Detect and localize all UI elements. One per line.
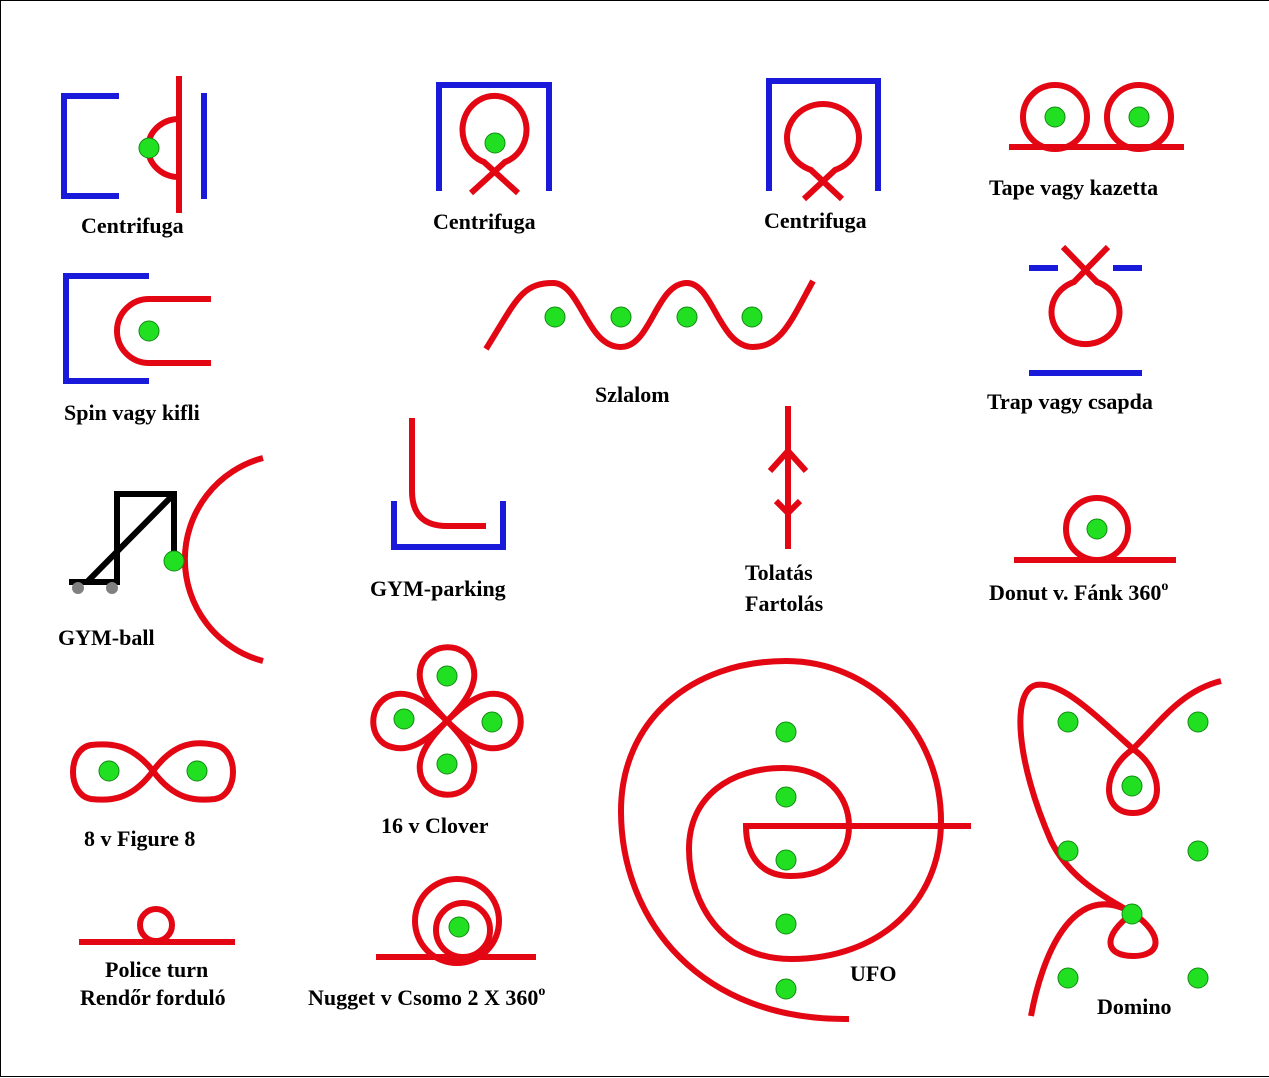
cone xyxy=(1057,711,1079,733)
cone xyxy=(1121,775,1143,797)
cone xyxy=(163,550,185,572)
label-gym-parking: GYM-parking xyxy=(370,576,506,601)
gym-parking-figure xyxy=(391,418,506,550)
cone xyxy=(138,137,160,159)
domino-figure xyxy=(1017,678,1222,1017)
label-tolatas: Tolatás xyxy=(745,560,813,585)
cone xyxy=(610,306,632,328)
cone xyxy=(775,913,797,935)
cone xyxy=(1187,711,1209,733)
cone xyxy=(484,132,506,154)
cone xyxy=(1057,967,1079,989)
nugget-figure xyxy=(376,876,536,966)
label-fartolas: Fartolás xyxy=(745,591,824,616)
cone xyxy=(1121,903,1143,925)
cone xyxy=(1086,518,1108,540)
cone xyxy=(186,760,208,782)
label-centrifuga-3: Centrifuga xyxy=(764,208,867,233)
cone xyxy=(544,306,566,328)
cone xyxy=(436,665,458,687)
cone xyxy=(676,306,698,328)
label-police-turn: Police turn xyxy=(105,957,209,982)
centrifuga-1-figure xyxy=(61,76,207,213)
figure-8-figure xyxy=(70,740,236,803)
cone xyxy=(775,849,797,871)
label-centrifuga-1: Centrifuga xyxy=(81,213,184,238)
cone xyxy=(1044,106,1066,128)
ufo-figure xyxy=(617,657,971,1023)
cone xyxy=(775,786,797,808)
trap-figure xyxy=(1029,244,1142,376)
label-nugget: Nugget v Csomo 2 X 360o xyxy=(308,984,546,1010)
label-tape: Tape vagy kazetta xyxy=(989,175,1159,200)
szlalom-figure xyxy=(483,279,816,351)
cone xyxy=(1057,840,1079,862)
label-gym-ball: GYM-ball xyxy=(58,625,155,650)
clover-figure xyxy=(370,644,524,798)
cone xyxy=(98,760,120,782)
cone xyxy=(138,320,160,342)
tape-figure xyxy=(1009,82,1184,152)
label-trap: Trap vagy csapda xyxy=(987,389,1153,414)
label-spin: Spin vagy kifli xyxy=(64,400,200,425)
cone xyxy=(393,708,415,730)
label-figure-8: 8 v Figure 8 xyxy=(84,826,196,851)
label-szlalom: Szlalom xyxy=(595,382,670,407)
cone xyxy=(436,753,458,775)
cone xyxy=(741,306,763,328)
cone xyxy=(1187,840,1209,862)
label-clover: 16 v Clover xyxy=(381,813,489,838)
centrifuga-3-figure xyxy=(766,78,881,202)
label-ufo: UFO xyxy=(850,961,897,986)
label-rendor-fordulo: Rendőr forduló xyxy=(80,985,226,1010)
label-donut: Donut v. Fánk 360o xyxy=(989,579,1169,605)
gym-ball-figure xyxy=(69,455,264,664)
cone xyxy=(448,916,470,938)
cone xyxy=(775,721,797,743)
centrifuga-2-figure xyxy=(436,82,552,196)
donut-figure xyxy=(1014,495,1176,563)
cone xyxy=(1187,967,1209,989)
label-centrifuga-2: Centrifuga xyxy=(433,209,536,234)
spin-figure xyxy=(63,273,211,384)
label-domino: Domino xyxy=(1097,994,1172,1019)
tolatas-figure xyxy=(767,406,809,549)
cone xyxy=(481,711,503,733)
cone xyxy=(775,978,797,1000)
police-turn-figure xyxy=(79,906,235,945)
cone xyxy=(1128,106,1150,128)
